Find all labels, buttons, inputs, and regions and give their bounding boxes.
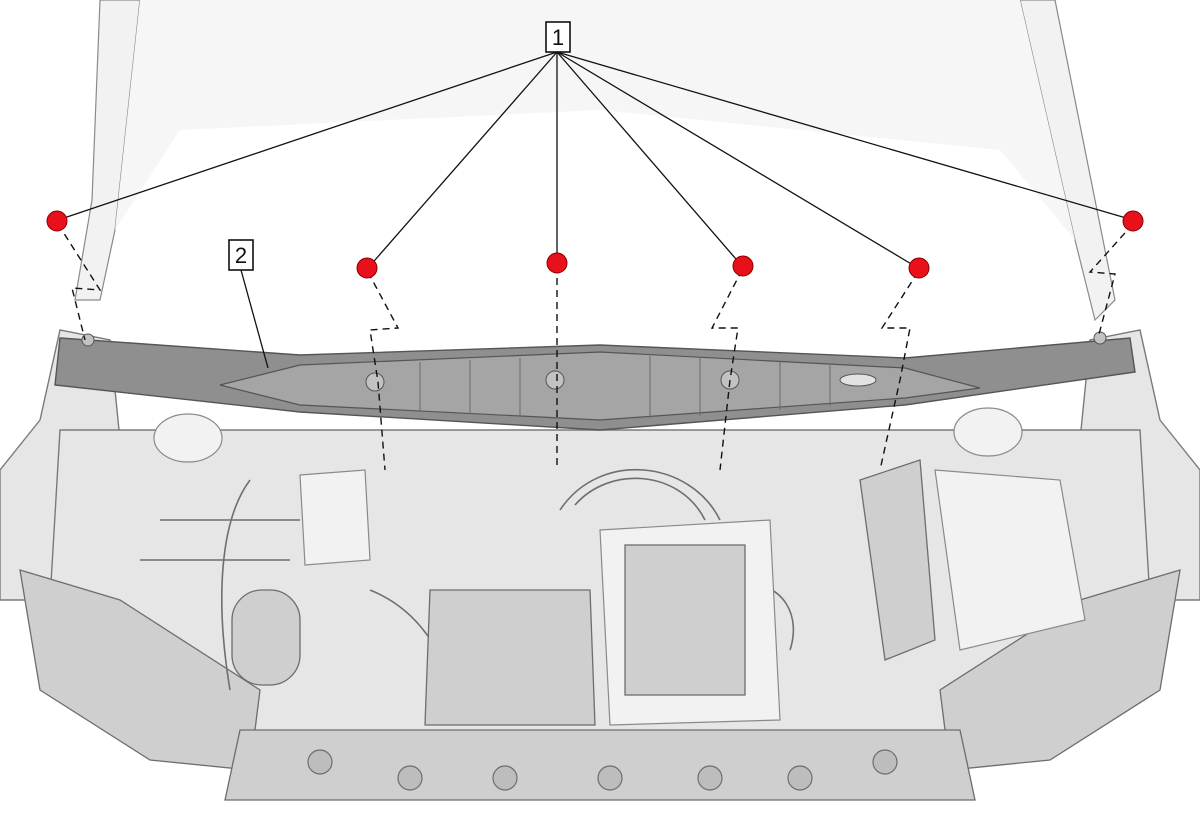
radiator-support-holes: [307, 749, 898, 791]
cowl-louver: [54, 331, 1136, 431]
hoses: [140, 468, 795, 701]
hood-underside: [115, 0, 1075, 240]
clips-leader-lines: [57, 51, 1134, 269]
right-wheelhouse: [934, 469, 1086, 651]
radiator-support: [224, 729, 976, 801]
clip-install-paths: [57, 223, 1134, 471]
clips: [46, 210, 1144, 279]
callout-1-box: [545, 21, 571, 53]
clip-5: [908, 257, 930, 279]
cowl-louver-ribs: [419, 356, 831, 418]
install-path-6: [1088, 223, 1134, 339]
coolant-reservoir: [299, 469, 371, 566]
clip-6: [1122, 210, 1144, 232]
cowl-washer-hole: [839, 373, 877, 387]
install-path-1: [57, 223, 102, 341]
callout-1-label: 1: [552, 25, 564, 50]
right-strut-tower: [953, 407, 1023, 457]
cover-leader-line: [240, 269, 269, 369]
canister: [231, 589, 301, 686]
callout-2: 2: [228, 239, 254, 271]
callout-2-label: 2: [235, 243, 247, 268]
install-path-4: [710, 269, 743, 471]
clip-1: [46, 210, 68, 232]
cowl-clip-seats: [81, 331, 1107, 392]
install-path-2: [367, 271, 400, 471]
callout-1: 1: [545, 21, 571, 53]
callout-2-box: [228, 239, 254, 271]
cowl-louver-top: [219, 351, 981, 421]
left-strut-tower: [153, 413, 223, 463]
clip-2: [356, 257, 378, 279]
clip-3: [546, 252, 568, 274]
inverter-cover: [624, 544, 746, 696]
right-inner-bracket: [859, 459, 936, 661]
hood-left-pillar: [74, 0, 141, 301]
center-tray: [424, 589, 596, 726]
clip-4: [732, 255, 754, 277]
